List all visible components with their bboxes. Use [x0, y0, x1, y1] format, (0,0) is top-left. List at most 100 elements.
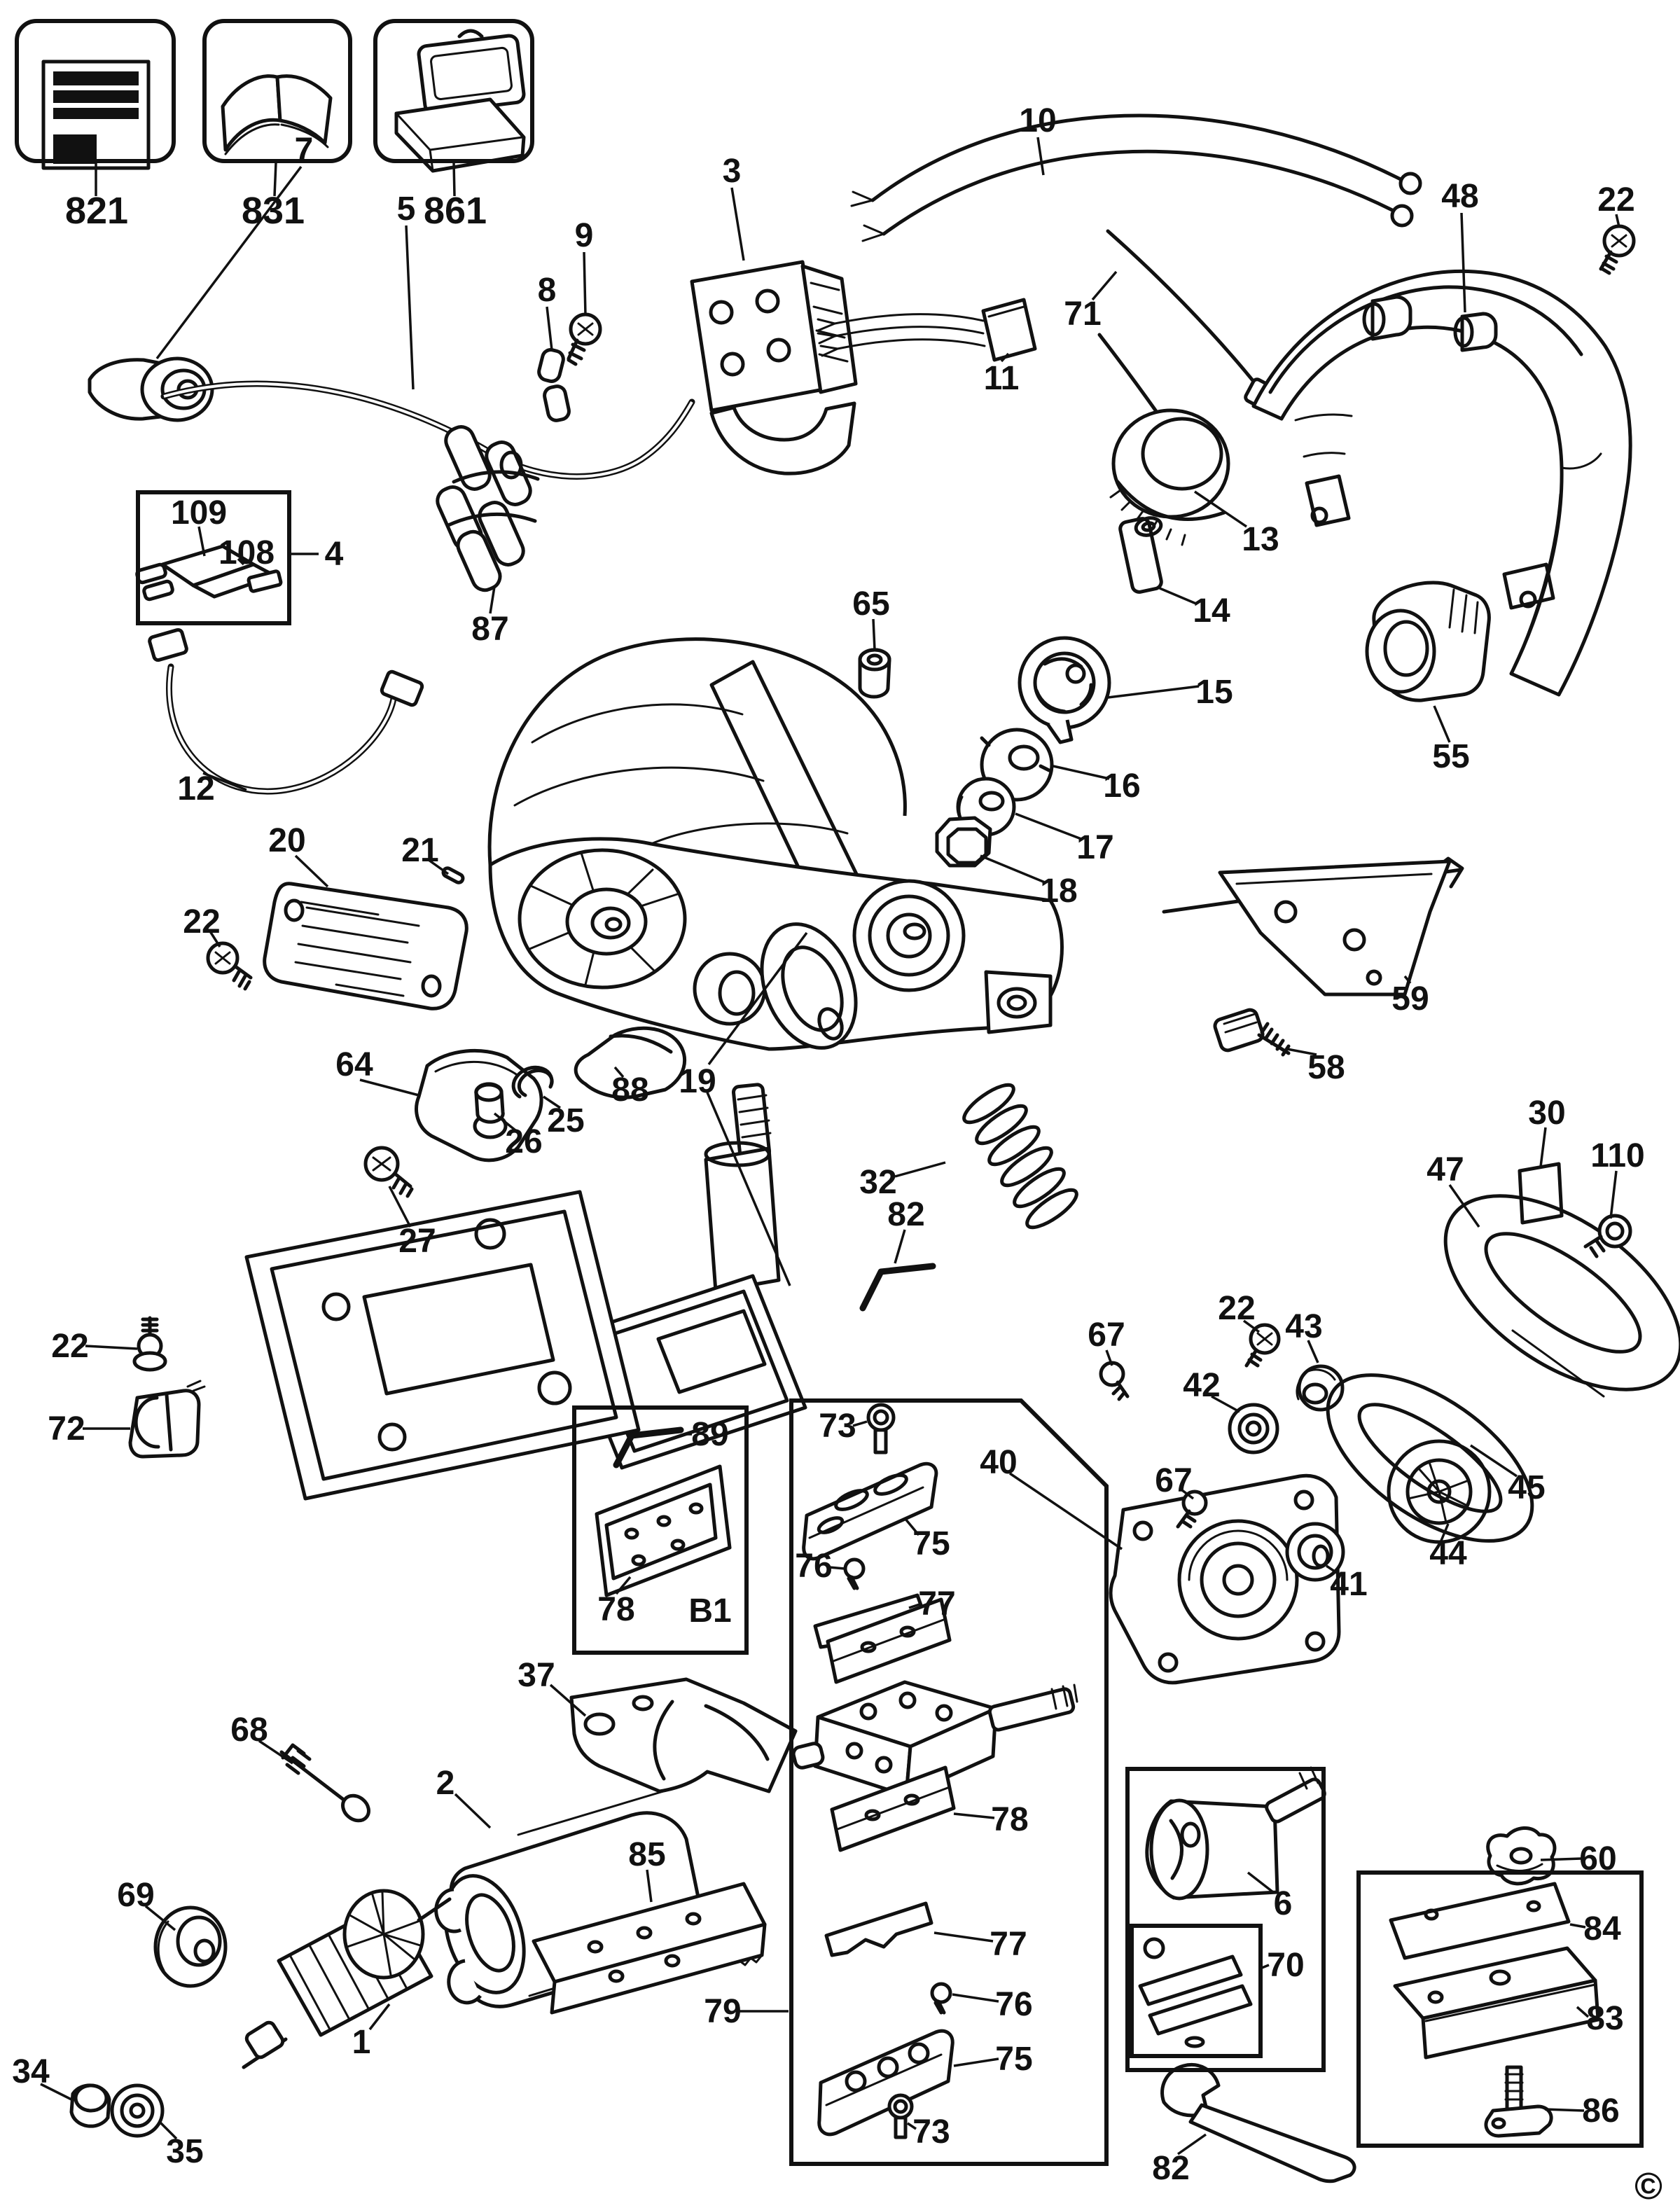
wing-nut-part-60	[1486, 1826, 1557, 1886]
screw-part-67-lower	[1176, 1490, 1208, 1529]
leader-line-110	[1609, 1170, 1618, 1219]
connector-part-11	[817, 298, 1037, 362]
vent-cover-part-20	[263, 882, 468, 1011]
leader-line-16	[1053, 765, 1110, 780]
part-label-22-mid-right: 22	[1218, 1290, 1255, 1327]
armature-part-1	[242, 1889, 452, 2069]
part-label-22-top-right: 22	[1597, 181, 1634, 218]
part-label-5: 5	[397, 190, 416, 228]
part-label-30: 30	[1528, 1095, 1565, 1132]
screw-part-73-lower	[887, 2093, 914, 2139]
leader-line-18	[980, 854, 1046, 884]
rear-base-plate	[244, 1190, 641, 1501]
part-label-55: 55	[1432, 738, 1469, 775]
screw-part-110	[1583, 1214, 1632, 1258]
brush-holder-part-87	[436, 425, 540, 592]
boot-part-88	[574, 1026, 687, 1099]
terminal-part-8	[537, 348, 571, 422]
leader-line-73-lower	[907, 2122, 917, 2130]
leader-line-60	[1540, 1857, 1582, 1861]
leader-line-59	[1403, 975, 1412, 985]
part-label-6: 6	[1274, 1885, 1293, 1922]
leader-line-10	[1036, 137, 1045, 176]
leader-line-11	[1000, 352, 1010, 363]
hex-key-part-89	[613, 1426, 684, 1468]
leader-line-7	[155, 165, 303, 360]
leader-line-22-mid-right	[1242, 1319, 1261, 1333]
part-label-77-lower: 77	[990, 1926, 1027, 1963]
connector-parts-108-109	[135, 544, 283, 602]
part-label-45: 45	[1508, 1469, 1545, 1506]
part-label-60: 60	[1579, 1840, 1616, 1877]
leader-line-76-lower	[952, 1993, 999, 2003]
copyright-mark: ©	[1634, 2165, 1662, 2207]
screw-part-22-mid-left	[206, 941, 253, 991]
leader-line-78-mid	[953, 1812, 995, 1819]
bushing-part-26	[474, 1082, 505, 1124]
leader-line-43	[1307, 1340, 1319, 1363]
leader-line-76-upper	[828, 1566, 845, 1570]
leader-line-9	[583, 251, 587, 316]
part-label-86: 86	[1582, 2092, 1619, 2130]
part-label-48: 48	[1441, 178, 1478, 215]
leader-line-831	[273, 162, 277, 197]
box-B1	[572, 1405, 749, 1655]
part-label-110: 110	[1590, 1137, 1644, 1174]
leader-line-55	[1433, 705, 1451, 743]
clamp-part-75-upper	[802, 1461, 938, 1561]
leader-line-75-lower	[953, 2057, 999, 2067]
wedge-part-77-lower	[824, 1901, 933, 1957]
part-label-16: 16	[1103, 768, 1140, 805]
fan-baffle-part-69	[153, 1905, 228, 1988]
guide-bar-part-85	[532, 1882, 767, 2015]
box-831	[202, 19, 352, 163]
roller-part-42	[1228, 1403, 1279, 1454]
power-cable-part-5	[160, 380, 695, 480]
screw-part-73-upper	[866, 1403, 896, 1454]
part-label-41: 41	[1330, 1566, 1367, 1603]
part-label-47: 47	[1426, 1151, 1464, 1188]
leader-line-77-upper	[908, 1602, 922, 1609]
part-label-7: 7	[295, 132, 314, 169]
box-821	[15, 19, 176, 163]
plate-part-84	[1389, 1882, 1571, 1960]
part-label-10: 10	[1019, 102, 1056, 139]
part-label-87: 87	[471, 611, 508, 648]
leader-line-108	[237, 557, 245, 566]
part-label-21: 21	[401, 832, 438, 869]
leader-line-37	[549, 1683, 587, 1717]
spec-label-icon	[41, 60, 151, 170]
leader-line-78-b1	[615, 1576, 632, 1595]
part-label-26: 26	[505, 1123, 542, 1160]
part-label-89: 89	[691, 1416, 728, 1453]
thumb-bolt-part-86	[1484, 2065, 1553, 2138]
leader-line-87	[489, 586, 496, 614]
leader-line-44	[1440, 1523, 1450, 1541]
leader-line-41	[1326, 1564, 1340, 1576]
leader-line-64	[359, 1078, 419, 1097]
cap-part-43	[1296, 1364, 1345, 1412]
dust-adaptor-part-55	[1365, 581, 1491, 702]
part-label-109: 109	[171, 494, 227, 532]
part-label-88: 88	[611, 1071, 648, 1109]
part-label-67-lower: 67	[1155, 1462, 1192, 1499]
part-label-73-lower: 73	[912, 2113, 950, 2151]
leader-line-22-left	[85, 1345, 138, 1350]
part-label-22-left: 22	[51, 1328, 88, 1365]
leader-line-19	[706, 1092, 791, 1286]
part-label-37: 37	[518, 1657, 555, 1694]
part-label-1: 1	[352, 2024, 371, 2061]
leader-line-68	[258, 1740, 293, 1765]
part-label-32: 32	[859, 1164, 896, 1201]
handle-housing-part-48	[1251, 269, 1632, 697]
leader-line-65	[872, 618, 876, 651]
leader-line-69	[144, 1905, 176, 1931]
leader-line-12	[202, 772, 247, 791]
part-label-65: 65	[852, 585, 889, 623]
part-label-82-hexkey: 82	[887, 1196, 924, 1233]
leader-line-88	[613, 1066, 625, 1078]
part-label-2: 2	[436, 1765, 455, 1802]
bushing-part-34	[69, 2083, 111, 2128]
